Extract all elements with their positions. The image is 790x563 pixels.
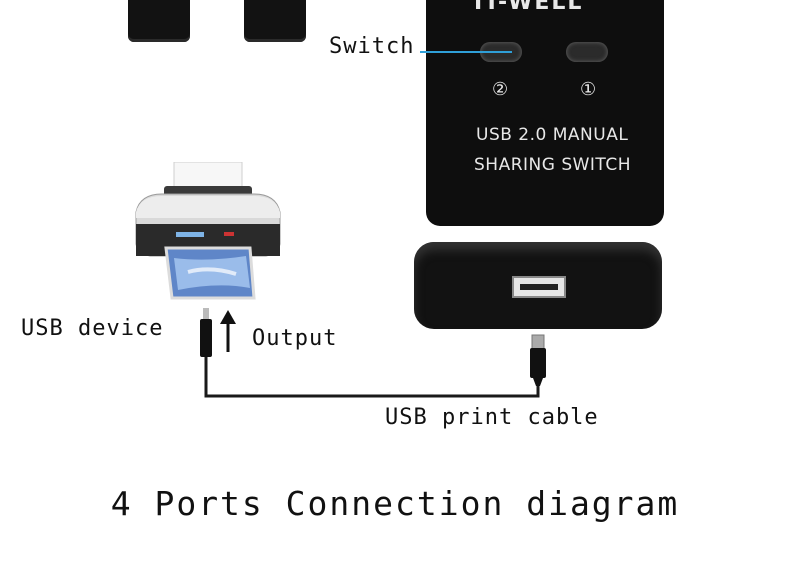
partial-device-left (128, 0, 190, 42)
usb-print-cable-label: USB print cable (385, 405, 599, 430)
device-text-line2: SHARING SWITCH (474, 155, 631, 175)
port-number-2: ② (492, 79, 509, 100)
switch-button-1[interactable] (566, 42, 608, 62)
switch-pointer-line (420, 51, 512, 53)
output-label: Output (252, 326, 338, 351)
printer-icon (135, 162, 281, 300)
device-text-line1: USB 2.0 MANUAL (476, 125, 629, 145)
usb-print-cable (204, 356, 540, 398)
usb-device-label: USB device (21, 316, 164, 341)
switch-body: IT-WELL ② ① USB 2.0 MANUAL SHARING SWITC… (426, 0, 664, 226)
switch-side-plug (530, 334, 546, 386)
partial-device-right (244, 0, 306, 42)
output-arrow (220, 310, 236, 352)
device-brand: IT-WELL (474, 0, 584, 15)
port-number-1: ① (580, 79, 597, 100)
printer-side-plug (200, 308, 212, 357)
switch-back-panel (414, 242, 662, 329)
switch-label: Switch (329, 34, 415, 59)
usb-port (512, 276, 566, 298)
diagram-title: 4 Ports Connection diagram (110, 484, 680, 523)
